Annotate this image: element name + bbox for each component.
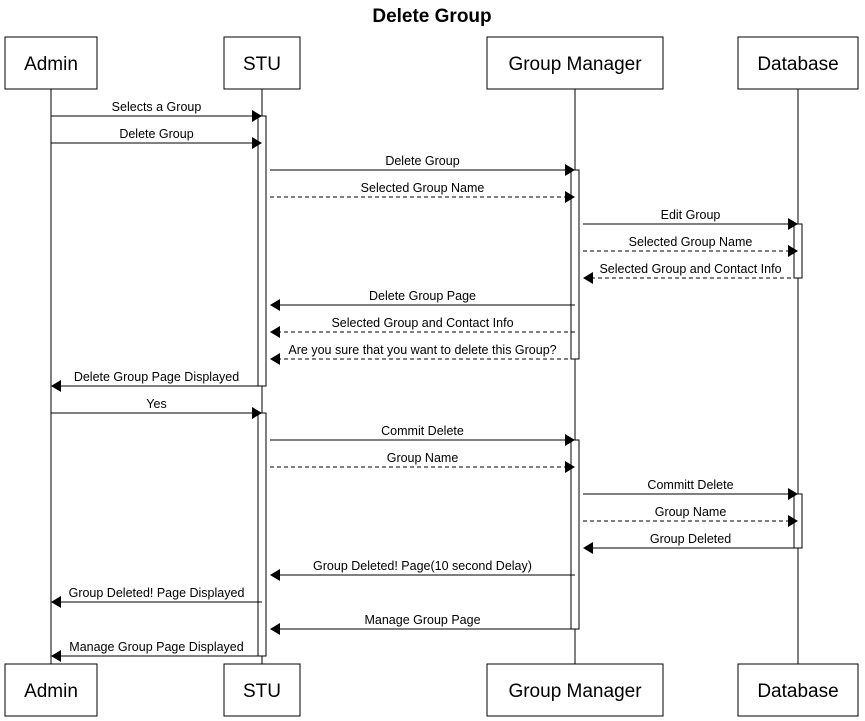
arrowhead-icon	[51, 596, 61, 608]
arrowhead-icon	[252, 110, 262, 122]
arrowhead-icon	[788, 515, 798, 527]
arrowhead-icon	[583, 272, 593, 284]
message-14: Committ Delete	[583, 478, 798, 500]
message-label: Manage Group Page	[364, 613, 480, 627]
actor-box	[223, 36, 301, 90]
arrowhead-icon	[788, 218, 798, 230]
arrowhead-icon	[270, 326, 280, 338]
actor-label: Group Manager	[508, 54, 642, 75]
message-label: Delete Group Page Displayed	[74, 370, 239, 384]
actor-box	[4, 663, 98, 717]
message-9: Are you sure that you want to delete thi…	[270, 343, 575, 365]
message-10: Delete Group Page Displayed	[51, 370, 262, 392]
message-label: Delete Group Page	[369, 289, 476, 303]
message-12: Commit Delete	[270, 424, 575, 446]
arrowhead-icon	[565, 461, 575, 473]
message-16: Group Deleted	[583, 532, 798, 554]
actor-label: Group Manager	[508, 681, 642, 702]
message-label: Committ Delete	[647, 478, 733, 492]
arrowhead-icon	[51, 650, 61, 662]
message-label: Manage Group Page Displayed	[69, 640, 243, 654]
actor-label: Database	[757, 54, 838, 75]
message-20: Manage Group Page Displayed	[51, 640, 262, 662]
message-label: Group Deleted	[650, 532, 731, 546]
actor-label: Admin	[24, 54, 78, 75]
actor-label: Database	[757, 681, 838, 702]
message-label: Delete Group	[385, 154, 459, 168]
arrowhead-icon	[270, 299, 280, 311]
message-6: Selected Group and Contact Info	[583, 262, 798, 284]
message-label: Selected Group Name	[361, 181, 485, 195]
message-13: Group Name	[270, 451, 575, 473]
message-label: Edit Group	[661, 208, 721, 222]
actor-admin-bottom: Admin	[4, 663, 98, 717]
message-label: Yes	[146, 397, 166, 411]
message-5: Selected Group Name	[583, 235, 798, 257]
actor-box	[486, 663, 664, 717]
arrowhead-icon	[565, 164, 575, 176]
actor-box	[4, 36, 98, 90]
actor-label: STU	[243, 54, 281, 75]
actor-stu-top: STU	[223, 36, 301, 90]
message-label: Selected Group and Contact Info	[331, 316, 513, 330]
message-label: Selects a Group	[112, 100, 202, 114]
message-18: Group Deleted! Page Displayed	[51, 586, 262, 608]
message-1: Delete Group	[51, 127, 262, 149]
message-3: Selected Group Name	[270, 181, 575, 203]
arrowhead-icon	[788, 488, 798, 500]
actor-gm-top: Group Manager	[486, 36, 664, 90]
activation-bar-stu	[257, 115, 267, 387]
actor-admin-top: Admin	[4, 36, 98, 90]
arrowhead-icon	[270, 569, 280, 581]
arrowhead-icon	[788, 245, 798, 257]
message-label: Selected Group and Contact Info	[599, 262, 781, 276]
actor-db-bottom: Database	[737, 663, 859, 717]
actor-gm-bottom: Group Manager	[486, 663, 664, 717]
actor-label: Admin	[24, 681, 78, 702]
actor-box	[737, 663, 859, 717]
message-15: Group Name	[583, 505, 798, 527]
actor-db-top: Database	[737, 36, 859, 90]
message-17: Group Deleted! Page(10 second Delay)	[270, 559, 575, 581]
message-label: Group Name	[655, 505, 727, 519]
diagram-title: Delete Group	[372, 6, 491, 27]
message-label: Group Deleted! Page(10 second Delay)	[313, 559, 532, 573]
message-0: Selects a Group	[51, 100, 262, 122]
message-2: Delete Group	[270, 154, 575, 176]
arrowhead-icon	[51, 380, 61, 392]
message-label: Commit Delete	[381, 424, 464, 438]
message-label: Group Deleted! Page Displayed	[69, 586, 245, 600]
arrowhead-icon	[565, 191, 575, 203]
message-label: Delete Group	[119, 127, 193, 141]
actor-box	[223, 663, 301, 717]
message-11: Yes	[51, 397, 262, 419]
message-19: Manage Group Page	[270, 613, 575, 635]
message-label: Are you sure that you want to delete thi…	[288, 343, 556, 357]
message-8: Selected Group and Contact Info	[270, 316, 575, 338]
arrowhead-icon	[270, 623, 280, 635]
activation-bar-stu	[257, 412, 267, 657]
actor-box	[486, 36, 664, 90]
message-label: Selected Group Name	[629, 235, 753, 249]
message-4: Edit Group	[583, 208, 798, 230]
actor-box	[737, 36, 859, 90]
arrowhead-icon	[252, 137, 262, 149]
arrowhead-icon	[270, 353, 280, 365]
actor-stu-bottom: STU	[223, 663, 301, 717]
arrowhead-icon	[565, 434, 575, 446]
message-7: Delete Group Page	[270, 289, 575, 311]
actor-label: STU	[243, 681, 281, 702]
arrowhead-icon	[252, 407, 262, 419]
message-label: Group Name	[387, 451, 459, 465]
arrowhead-icon	[583, 542, 593, 554]
